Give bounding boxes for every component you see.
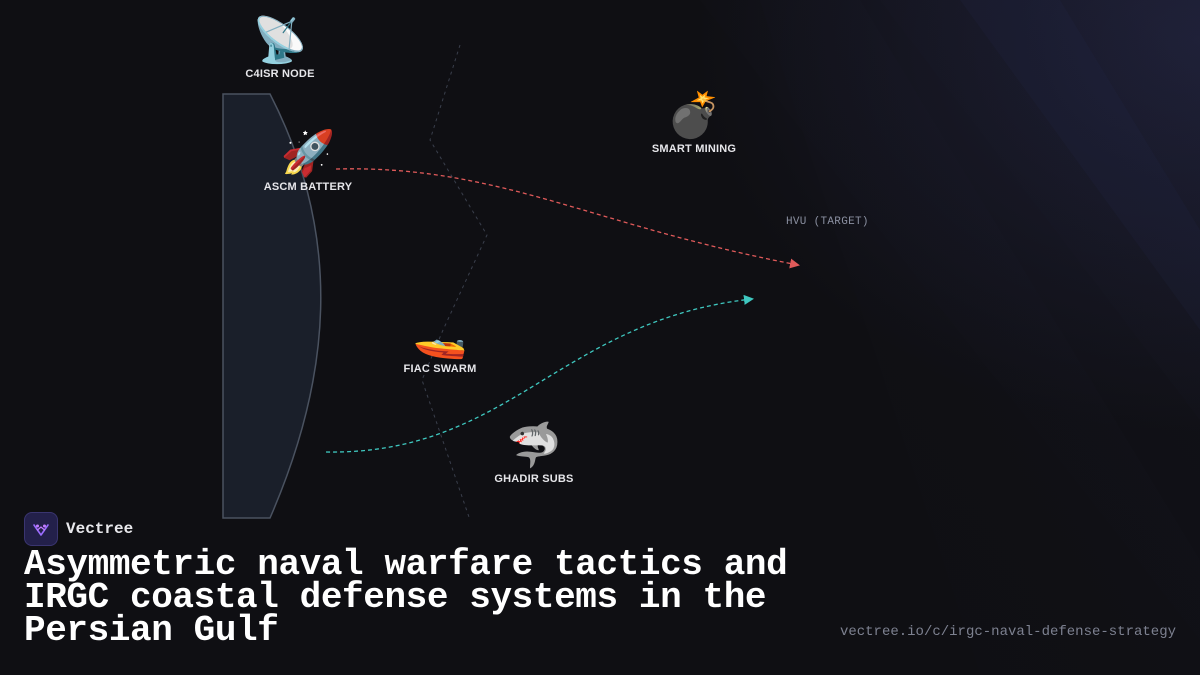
defense-zone-boundary	[421, 44, 488, 521]
node-label: GHADIR SUBS	[494, 473, 574, 485]
rocket-icon: 🚀	[280, 129, 336, 178]
node-label: SMART MINING	[651, 143, 737, 155]
shark-icon: 🦈	[506, 421, 562, 470]
node-smart-mining: 💣 SMART MINING	[614, 91, 774, 155]
page-title: Asymmetric naval warfare tactics and IRG…	[24, 544, 788, 651]
brand[interactable]: Vectree	[24, 512, 133, 546]
satellite-dish-icon: 📡	[252, 16, 308, 65]
page-url[interactable]: vectree.io/c/irgc-naval-defense-strategy	[839, 624, 1176, 640]
bomb-icon: 💣	[666, 91, 722, 140]
speedboat-icon: 🚤	[412, 311, 468, 360]
node-label: FIAC SWARM	[403, 363, 477, 375]
missile-strike-path	[335, 168, 800, 269]
coastline-shape	[222, 93, 322, 519]
node-ghadir-subs: 🦈 GHADIR SUBS	[454, 421, 614, 485]
node-fiac-swarm: 🚤 FIAC SWARM	[360, 311, 520, 375]
hvu-target-label: HVU (TARGET)	[786, 216, 869, 228]
node-c4isr: 📡 C4ISR NODE	[200, 16, 360, 80]
node-ascm-battery: 🚀 ASCM BATTERY	[228, 129, 388, 193]
node-label: C4ISR NODE	[245, 68, 315, 80]
vectree-logo-icon	[24, 512, 58, 546]
node-label: ASCM BATTERY	[263, 181, 353, 193]
brand-name: Vectree	[66, 520, 134, 538]
submarine-attack-path	[325, 294, 754, 453]
